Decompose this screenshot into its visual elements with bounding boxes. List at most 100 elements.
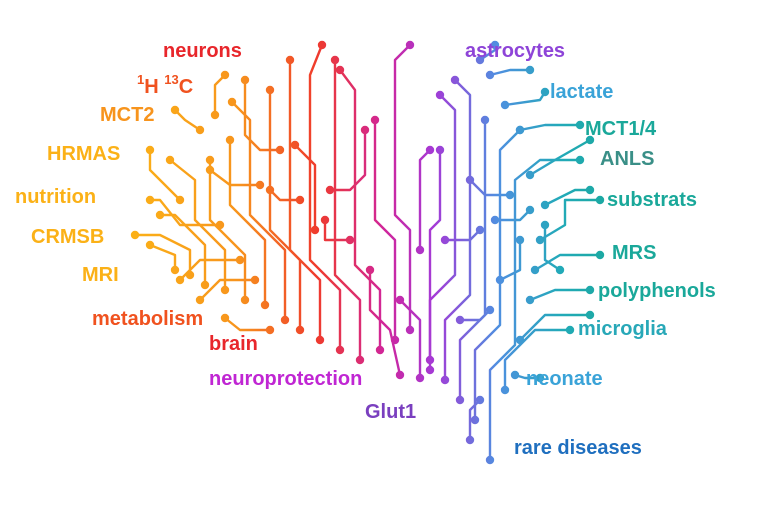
keyword-polyphenols: polyphenols <box>598 280 716 302</box>
keyword-glut1: Glut1 <box>365 401 416 423</box>
circuit-node <box>185 270 195 280</box>
circuit-node <box>255 180 265 190</box>
circuit-node <box>200 280 210 290</box>
circuit-node <box>205 155 215 165</box>
keyword-mct14: MCT1/4 <box>585 118 656 140</box>
circuit-node <box>480 115 490 125</box>
circuit-trace <box>168 158 227 292</box>
circuit-node <box>490 215 500 225</box>
circuit-node <box>405 40 415 50</box>
circuit-node <box>585 135 595 145</box>
circuit-node <box>565 325 575 335</box>
circuit-trace <box>443 78 472 382</box>
keyword-neuroprotection-text: neuroprotection <box>209 368 363 390</box>
circuit-node <box>540 87 550 97</box>
circuit-trace <box>428 148 442 362</box>
circuit-node <box>275 145 285 155</box>
circuit-trace <box>493 208 532 222</box>
circuit-trace <box>158 213 207 287</box>
circuit-node <box>500 385 510 395</box>
circuit-node <box>475 55 485 65</box>
keyword-astrocytes-text: astrocytes <box>465 40 566 62</box>
circuit-trace <box>518 313 592 342</box>
circuit-trace <box>498 238 522 282</box>
circuit-node <box>415 373 425 383</box>
circuit-trace <box>198 278 257 302</box>
circuit-trace <box>398 298 422 380</box>
keyword-lactate: lactate <box>550 81 613 103</box>
circuit-node <box>335 345 345 355</box>
circuit-node <box>285 55 295 65</box>
circuit-node <box>370 115 380 125</box>
circuit-node <box>220 313 230 323</box>
isotope-c-text: C <box>178 76 194 98</box>
keyword-brain-text: brain <box>209 333 258 355</box>
keyword-neonate-text: neonate <box>526 368 603 390</box>
circuit-trace <box>373 118 397 342</box>
keyword-mct2: MCT2 <box>100 104 154 126</box>
circuit-node <box>525 170 535 180</box>
keyword-mri: MRI <box>82 264 119 286</box>
circuit-trace <box>458 308 492 322</box>
circuit-trace <box>488 68 532 77</box>
keyword-metabolism: metabolism <box>92 308 203 330</box>
circuit-node <box>530 265 540 275</box>
circuit-trace <box>528 288 592 302</box>
circuit-node <box>475 225 485 235</box>
circuit-node <box>585 310 595 320</box>
circuit-trace <box>393 43 412 332</box>
circuit-node <box>295 195 305 205</box>
circuit-trace <box>208 158 247 302</box>
circuit-trace <box>443 228 482 242</box>
circuit-node <box>317 40 327 50</box>
circuit-node <box>475 395 485 405</box>
circuit-node <box>210 110 220 120</box>
circuit-trace <box>293 143 317 232</box>
keyword-isotopes: 1H 13C <box>137 73 194 98</box>
keyword-neurons-text: neurons <box>163 40 242 62</box>
circuit-node <box>145 195 155 205</box>
circuit-node <box>240 75 250 85</box>
keyword-mri-text: MRI <box>82 264 119 286</box>
circuit-trace <box>308 43 342 352</box>
keyword-mrs: MRS <box>612 242 656 264</box>
circuit-node <box>235 255 245 265</box>
circuit-node <box>515 335 525 345</box>
circuit-node <box>585 285 595 295</box>
circuit-node <box>455 315 465 325</box>
circuit-trace <box>268 188 302 202</box>
circuit-trace <box>333 58 362 362</box>
circuit-trace <box>488 158 582 462</box>
keyword-astrocytes: astrocytes <box>465 40 565 62</box>
circuit-node <box>330 55 340 65</box>
circuit-node <box>395 295 405 305</box>
keyword-rare-diseases: rare diseases <box>514 437 642 459</box>
circuit-node <box>555 265 565 275</box>
circuit-node <box>320 215 330 225</box>
keyword-substrats: substrats <box>607 189 697 211</box>
circuit-node <box>525 295 535 305</box>
circuit-trace <box>323 218 352 242</box>
circuit-trace <box>538 198 602 242</box>
circuit-trace <box>133 233 192 277</box>
circuit-node <box>360 125 370 135</box>
keyword-mrs-text: MRS <box>612 242 657 264</box>
circuit-node <box>170 105 180 115</box>
circuit-node <box>260 300 270 310</box>
circuit-node <box>495 275 505 285</box>
circuit-node <box>465 435 475 445</box>
isotope-h-text: H <box>144 76 165 98</box>
circuit-node <box>405 325 415 335</box>
circuit-trace <box>208 168 262 187</box>
circuit-node <box>515 235 525 245</box>
circuit-node <box>265 185 275 195</box>
circuit-trace <box>230 100 287 322</box>
circuit-node <box>490 40 500 50</box>
circuit-node <box>465 175 475 185</box>
circuit-node <box>435 145 445 155</box>
circuit-node <box>455 395 465 405</box>
circuit-trace <box>268 88 302 332</box>
circuit-node <box>395 370 405 380</box>
circuit-node <box>165 155 175 165</box>
circuit-trace <box>528 138 592 177</box>
